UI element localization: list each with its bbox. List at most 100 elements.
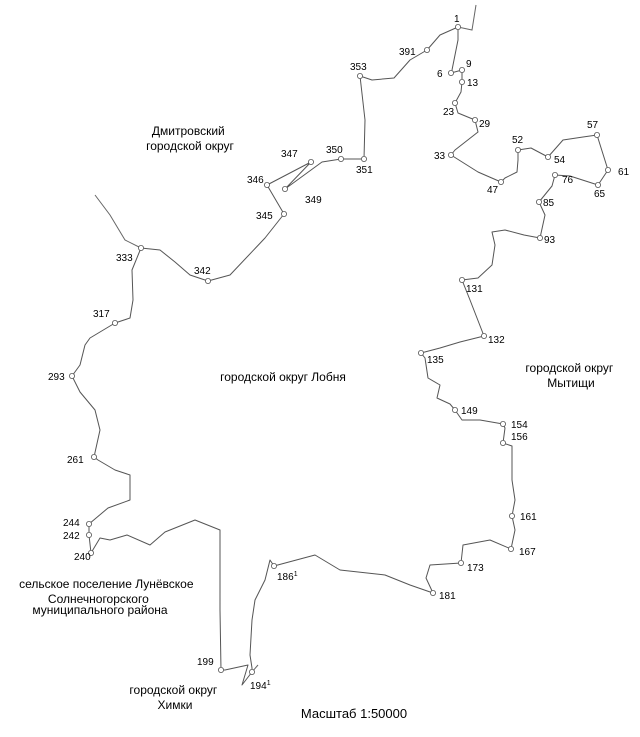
boundary-point-173 <box>457 560 464 567</box>
boundary-point-333 <box>137 244 144 251</box>
boundary-point-317 <box>112 319 119 326</box>
point-label-54: 54 <box>554 155 566 166</box>
point-label-199: 199 <box>197 657 214 668</box>
boundary-point-23 <box>451 100 458 107</box>
region-label-mytishchi: городской округ Мытищи <box>525 361 616 390</box>
region-label-lunevo-line-3: муниципального района <box>32 603 167 617</box>
region-label-lunevo: сельское поселение Лунёвское Солнечногор… <box>19 577 197 617</box>
point-label-194-superscript: 1 <box>267 680 271 687</box>
point-label-52: 52 <box>512 135 524 146</box>
boundary-point-1 <box>454 23 461 30</box>
point-label-173: 173 <box>467 563 484 574</box>
boundary-point-293 <box>69 372 76 379</box>
external-boundary-west <box>94 194 142 249</box>
point-label-23: 23 <box>443 107 455 118</box>
boundary-point-342 <box>204 277 211 284</box>
point-label-261: 261 <box>67 455 84 466</box>
region-label-khimki-line-1: городской округ <box>129 683 217 697</box>
boundary-point-186 <box>270 563 277 570</box>
boundary-point-54 <box>545 153 552 160</box>
point-label-131: 131 <box>466 284 483 295</box>
lobnya-boundary-line <box>71 26 609 686</box>
boundary-point-244 <box>86 521 93 528</box>
point-label-194: 1941 <box>250 680 271 692</box>
region-label-khimki-line-2: Химки <box>158 698 193 712</box>
point-label-345: 345 <box>256 211 273 222</box>
point-label-1: 1 <box>454 14 460 25</box>
point-label-347: 347 <box>281 149 298 160</box>
point-label-161: 161 <box>520 512 537 523</box>
boundary-point-131 <box>458 276 465 283</box>
point-label-167: 167 <box>519 547 536 558</box>
point-label-149: 149 <box>461 406 478 417</box>
point-label-181: 181 <box>439 591 456 602</box>
point-label-156: 156 <box>511 432 528 443</box>
boundary-point-349 <box>281 185 288 192</box>
point-label-293: 293 <box>48 372 65 383</box>
boundary-point-353 <box>356 73 363 80</box>
point-label-333: 333 <box>116 253 133 264</box>
boundary-point-65 <box>595 181 602 188</box>
region-label-lobnya: городской округ Лобня <box>220 370 346 384</box>
point-label-186-superscript: 1 <box>294 571 298 578</box>
point-label-242: 242 <box>63 531 80 542</box>
boundary-point-154 <box>499 420 506 427</box>
external-boundary-north <box>457 4 477 31</box>
region-label-dmitrov-line-2: городской округ <box>146 139 234 153</box>
point-label-391: 391 <box>399 47 416 58</box>
point-label-13: 13 <box>467 78 479 89</box>
scale-label: Масштаб 1:50000 <box>301 706 407 721</box>
point-label-317: 317 <box>93 309 110 320</box>
boundary-point-261 <box>91 453 98 460</box>
region-label-dmitrov: Дмитровский городской округ <box>146 124 234 153</box>
boundary-point-13 <box>458 79 465 86</box>
point-label-65: 65 <box>594 189 606 200</box>
point-label-9: 9 <box>466 59 472 70</box>
boundary-point-242 <box>86 532 93 539</box>
boundary-point-61 <box>605 166 612 173</box>
boundary-point-345 <box>280 210 287 217</box>
boundary-point-52 <box>515 146 522 153</box>
point-label-353: 353 <box>350 62 367 73</box>
point-label-47: 47 <box>487 185 499 196</box>
boundary-point-240 <box>88 550 95 557</box>
point-label-76: 76 <box>562 175 574 186</box>
point-label-349: 349 <box>305 195 322 206</box>
point-label-93: 93 <box>544 235 556 246</box>
boundary-point-93 <box>537 234 544 241</box>
boundary-points <box>69 23 612 676</box>
boundary-point-391 <box>423 47 430 54</box>
boundary-point-135 <box>417 349 424 356</box>
boundary-point-29 <box>471 117 478 124</box>
point-label-6: 6 <box>437 69 443 80</box>
boundary-point-347 <box>307 158 314 165</box>
point-label-346: 346 <box>247 175 264 186</box>
region-label-mytishchi-line-1: городской округ <box>525 361 613 375</box>
boundary-point-9 <box>458 67 465 74</box>
point-label-61: 61 <box>618 167 630 178</box>
boundary-point-57 <box>594 131 601 138</box>
boundary-point-167 <box>507 546 514 553</box>
boundary-point-199 <box>217 667 224 674</box>
point-label-240: 240 <box>74 552 91 563</box>
region-label-khimki: городской округ Химки <box>129 683 220 712</box>
point-label-342: 342 <box>194 266 211 277</box>
boundary-point-85 <box>536 198 543 205</box>
boundary-point-149 <box>451 406 458 413</box>
region-label-lunevo-line-2: Солнечногорского <box>48 592 149 606</box>
point-label-186: 1861 <box>277 571 298 583</box>
boundary-point-47 <box>497 178 504 185</box>
boundary-point-194 <box>248 669 255 676</box>
point-label-350: 350 <box>326 145 343 156</box>
point-label-57: 57 <box>587 120 599 131</box>
point-label-29: 29 <box>479 119 491 130</box>
point-label-351: 351 <box>356 165 373 176</box>
point-label-33: 33 <box>434 151 446 162</box>
boundary-point-6 <box>447 70 454 77</box>
point-label-135: 135 <box>427 355 444 366</box>
boundary-point-156 <box>499 439 506 446</box>
point-label-154: 154 <box>511 420 528 431</box>
boundary-point-350 <box>337 155 344 162</box>
